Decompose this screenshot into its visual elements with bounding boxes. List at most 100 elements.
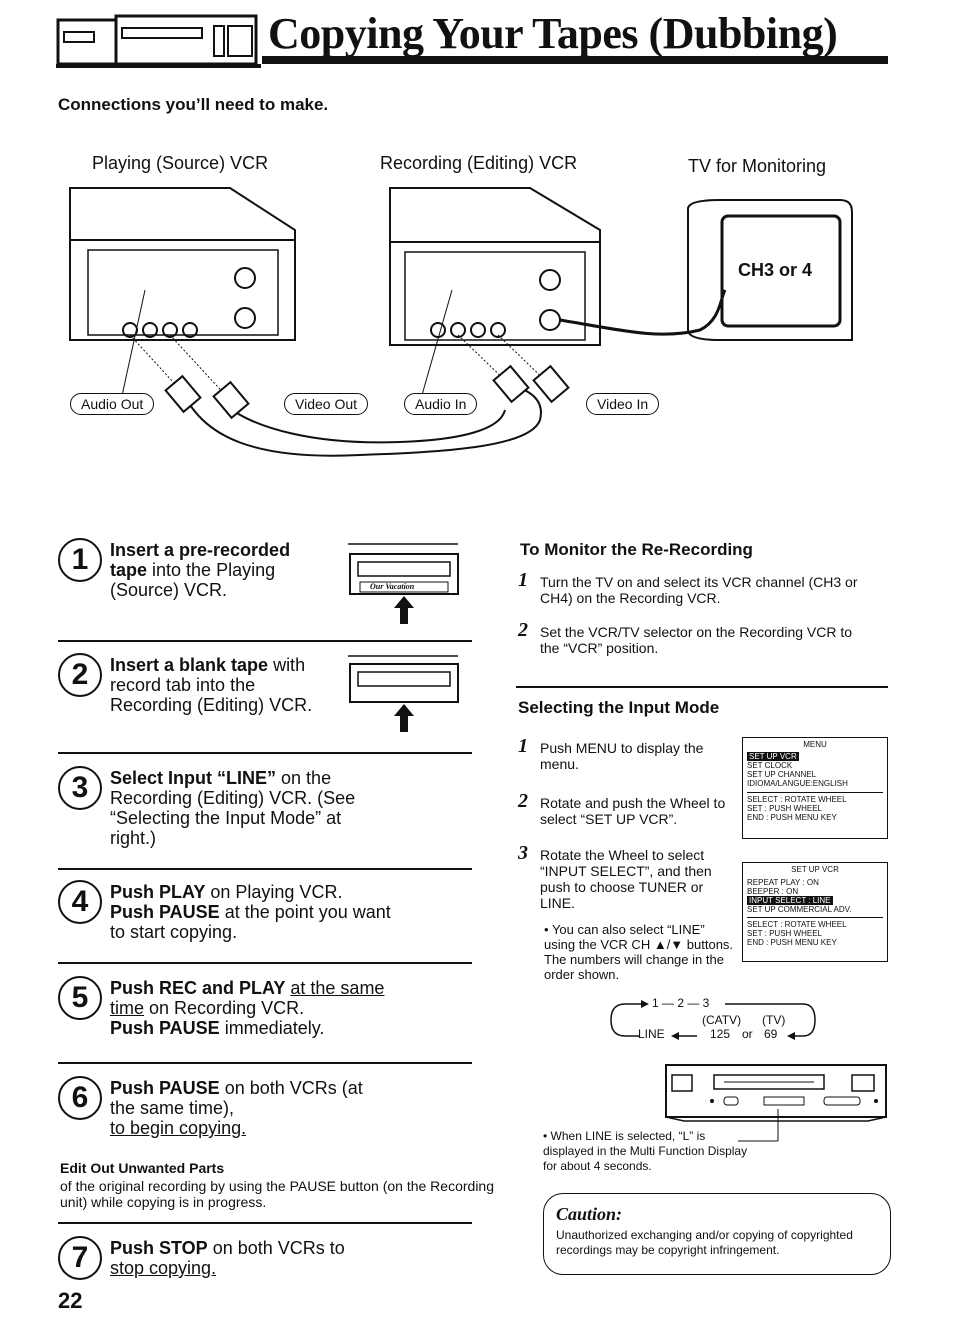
recording-vcr-illustration [389, 187, 601, 346]
monitor-step-2: 2 Set the VCR/TV selector on the Recordi… [518, 619, 868, 660]
bullet-text: You can also select “LINE” using the VCR… [544, 922, 734, 982]
input-step-2: 2 Rotate and push the Wheel to select “S… [518, 790, 738, 831]
divider [516, 686, 888, 688]
connection-diagram [69, 187, 853, 457]
line-note-text: When LINE is selected, “L” is displayed … [543, 1129, 748, 1173]
source-vcr-label: Playing (Source) VCR [92, 153, 269, 173]
menu-item: SET CLOCK [747, 761, 793, 770]
step-1: 1 Insert a pre-recorded tape into the Pl… [58, 538, 478, 638]
step-4: 4 Push PLAY on Playing VCR.Push PAUSE at… [58, 880, 478, 960]
divider [58, 640, 472, 642]
step-detail: on Recording VCR. [144, 998, 305, 1018]
step-3: 3 Select Input “LINE” on the Recording (… [58, 766, 478, 866]
menu-item: BEEPER : ON [747, 887, 799, 896]
step-text: Push MENU to display the menu. [540, 740, 704, 772]
step-action: Select Input “LINE” [110, 768, 277, 788]
cassette-label: Our Vacation [370, 582, 415, 591]
menu-key: END : PUSH MENU KEY [747, 938, 837, 947]
channel-cycle-diagram [610, 1000, 816, 1040]
menu-item: REPEAT PLAY : ON [747, 878, 819, 887]
source-vcr-illustration [69, 187, 296, 341]
menu-key: END : PUSH MENU KEY [747, 813, 837, 822]
step-detail: on the Recording (Editing) VCR. (See “Se… [110, 768, 356, 848]
title-rule [262, 56, 888, 64]
step-number: 3 [518, 842, 528, 864]
step-7: 7 Push STOP on both VCRs to stop copying… [58, 1236, 478, 1286]
step-action: Push PLAY [110, 882, 206, 902]
cassette-insert-icon [348, 543, 459, 624]
menu-item: SET UP CHANNEL [747, 770, 817, 779]
divider [58, 1222, 472, 1224]
menu-selected-item: INPUT SELECT : LINE [747, 896, 833, 905]
vcr-front-illustration [665, 1064, 887, 1142]
menu-key: SET : PUSH WHEEL [747, 804, 822, 813]
menu-title: MENU [803, 740, 827, 749]
section-heading: Connections you’ll need to make. [58, 95, 329, 114]
caution-text: Unauthorized exchanging and/or copying o… [556, 1228, 853, 1257]
step-detail-2: immediately. [219, 1018, 325, 1038]
step-underline: to begin copying. [110, 1118, 247, 1138]
step-number: 3 [58, 766, 102, 810]
step-underline: stop copying. [110, 1258, 217, 1278]
step-action-2: Push PAUSE [110, 902, 220, 922]
cycle-numbers: 1 — 2 — 3 [652, 996, 710, 1010]
step-text: Rotate and push the Wheel to select “SET… [540, 795, 726, 827]
divider [58, 752, 472, 754]
menu-item: SET UP COMMERCIAL ADV. [747, 905, 852, 914]
step-number: 5 [58, 976, 102, 1020]
step-detail: on both VCRs to [207, 1238, 345, 1258]
cycle-catv: (CATV) [702, 1013, 742, 1027]
caution-box: Caution: Unauthorized exchanging and/or … [543, 1193, 891, 1275]
menu-title: SET UP VCR [791, 865, 839, 874]
cycle-69: 69 [764, 1027, 778, 1041]
step-action-2: Push PAUSE [110, 1018, 220, 1038]
step-detail-2: at the point you want to start copying. [110, 902, 391, 942]
video-in-label: Video In [586, 393, 660, 415]
edit-out-body: of the original recording by using the P… [60, 1178, 494, 1210]
ch-bullet: • You can also select “LINE” using the V… [544, 922, 734, 982]
menu-screen-1: MENU SET UP VCR SET CLOCK SET UP CHANNEL… [742, 737, 888, 839]
step-number: 2 [518, 790, 528, 812]
step-action: Insert a blank tape [110, 655, 269, 675]
step-number: 1 [58, 538, 102, 582]
step-number: 1 [518, 735, 528, 757]
input-mode-heading: Selecting the Input Mode [518, 698, 720, 717]
step-number: 2 [58, 653, 102, 697]
divider [58, 962, 472, 964]
tv-screen-text: CH3 or 4 [738, 260, 813, 280]
step-number: 1 [518, 569, 528, 591]
video-out-label: Video Out [284, 393, 369, 415]
input-step-1: 1 Push MENU to display the menu. [518, 735, 738, 776]
menu-screen-2: SET UP VCR REPEAT PLAY : ON BEEPER : ON … [742, 862, 888, 962]
tv-illustration [687, 199, 853, 341]
step-detail: on both VCRs (at the same time), [110, 1078, 363, 1118]
step-text: Set the VCR/TV selector on the Recording… [540, 624, 853, 656]
page-title: Copying Your Tapes (Dubbing) [268, 9, 838, 58]
audio-out-label: Audio Out [70, 393, 155, 415]
cycle-line: LINE [638, 1027, 665, 1041]
tv-label: TV for Monitoring [688, 156, 827, 176]
menu-key: SET : PUSH WHEEL [747, 929, 822, 938]
step-number: 4 [58, 880, 102, 924]
step-detail: with record tab into the Recording (Edit… [110, 655, 313, 715]
step-action: Push REC and PLAY [110, 978, 286, 998]
step-action: Insert a pre-recorded tape [110, 540, 291, 580]
step-detail: on Playing VCR. [205, 882, 343, 902]
step-number: 2 [518, 619, 528, 641]
cycle-or: or [742, 1027, 753, 1041]
step-text: Rotate the Wheel to select “INPUT SELECT… [540, 847, 712, 911]
step-number: 6 [58, 1076, 102, 1120]
divider [58, 868, 472, 870]
menu-selected-item: SET UP VCR [747, 752, 799, 761]
step-action: Push PAUSE [110, 1078, 220, 1098]
menu-key: SELECT : ROTATE WHEEL [747, 792, 883, 804]
step-detail: into the Playing (Source) VCR. [110, 560, 276, 600]
step-action: Push STOP [110, 1238, 208, 1258]
step-number: 7 [58, 1236, 102, 1280]
page-number: 22 [58, 1288, 83, 1313]
step-5: 5 Push REC and PLAY at the same time on … [58, 976, 478, 1056]
monitor-step-1: 1 Turn the TV on and select its VCR chan… [518, 569, 868, 610]
divider [58, 1062, 472, 1064]
edit-out-heading: Edit Out Unwanted Parts [60, 1160, 225, 1176]
line-note: • When LINE is selected, “L” is displaye… [543, 1129, 748, 1173]
